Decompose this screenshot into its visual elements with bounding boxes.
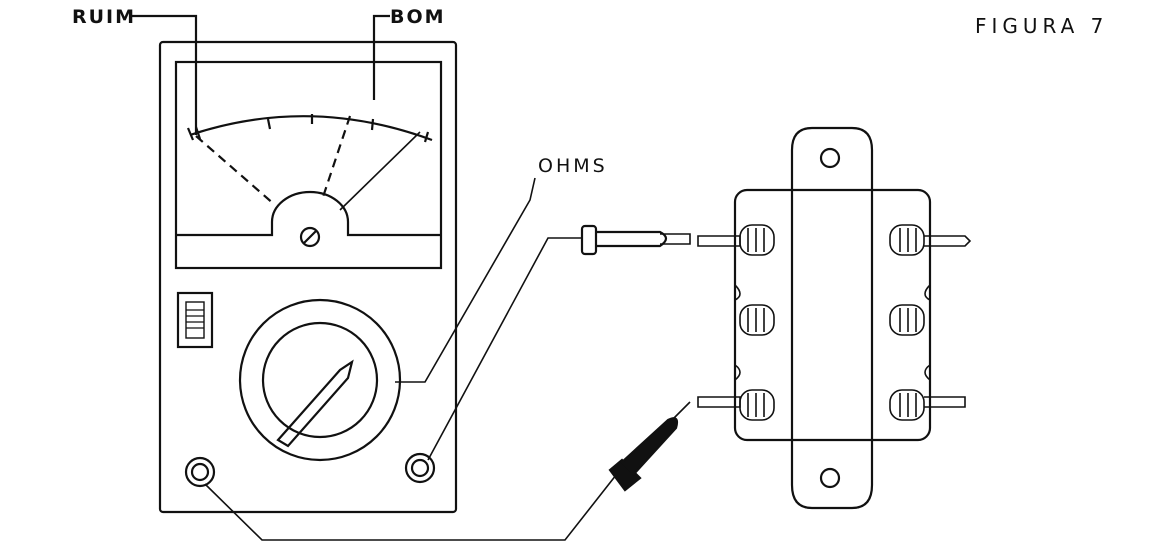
adjust-screw-icon — [299, 226, 321, 248]
red-lead-wire — [427, 237, 582, 461]
selector-knob — [276, 359, 354, 448]
jack-ohms — [404, 452, 436, 484]
coil-terminals — [697, 224, 972, 421]
transformer — [697, 126, 972, 510]
label-bom: BOM — [390, 6, 446, 28]
needle-bad — [195, 135, 276, 206]
label-ohms: OHMS — [538, 155, 608, 177]
needle-good — [339, 131, 421, 211]
meter-scale — [189, 115, 433, 142]
figure-label: FIGURA 7 — [975, 14, 1109, 38]
bom-leader — [372, 14, 390, 100]
multimeter — [158, 40, 458, 514]
rotary-selector — [238, 298, 402, 462]
red-probe — [580, 224, 691, 256]
range-switch — [176, 291, 214, 349]
needle-mid — [320, 115, 352, 201]
black-lead-wire — [204, 469, 621, 541]
ruim-leader — [132, 14, 198, 135]
jack-common — [184, 456, 216, 488]
black-probe — [608, 401, 691, 492]
label-ruim: RUIM — [72, 6, 137, 28]
